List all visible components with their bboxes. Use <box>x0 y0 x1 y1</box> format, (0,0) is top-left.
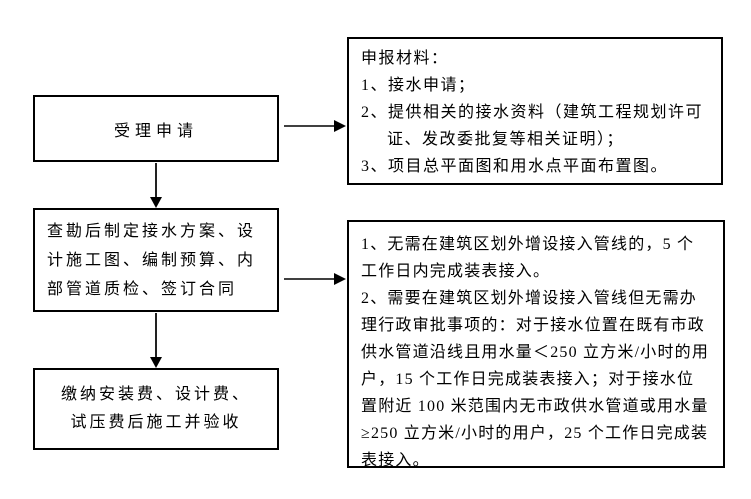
flow-step-survey-and-contract: 查勘后制定接水方案、设 计施工图、编制预算、内 部管道质检、签订合同 <box>33 208 279 312</box>
arrow-right-icon <box>334 273 346 285</box>
note-heading: 申报材料： <box>361 50 449 67</box>
note-list-item: 3、项目总平面图和用水点平面布置图。 <box>361 158 669 175</box>
connector-step1-to-materials-note <box>284 120 346 132</box>
note-box-application-materials: 申报材料： 1、接水申请； 2、提供相关的接水资料（建筑工程规划许可证、发改委批… <box>347 37 723 185</box>
connector-step2-to-timelines-note <box>284 273 346 285</box>
flow-step-pay-and-construct: 缴纳安装费、设计费、 试压费后施工并验收 <box>33 368 279 450</box>
arrow-right-icon <box>334 120 346 132</box>
note-paragraph: 1、无需在建筑区划外增设接入管线的，5 个工作日内完成装表接入。 <box>361 236 695 280</box>
flow-step-label: 查勘后制定接水方案、设 计施工图、编制预算、内 部管道质检、签订合同 <box>47 222 257 298</box>
arrow-down-icon <box>150 197 162 208</box>
connector-step1-to-step2 <box>150 163 162 208</box>
arrow-down-icon <box>150 357 162 368</box>
flow-step-label: 缴纳安装费、设计费、 试压费后施工并验收 <box>60 386 251 431</box>
arrow-shaft <box>284 125 336 127</box>
connector-step2-to-step3 <box>150 313 162 368</box>
note-paragraph: 2、需要在建筑区划外增设接入管线但无需办理行政审批事项的：对于接水位置在既有市政… <box>361 290 710 469</box>
arrow-shaft <box>155 163 157 198</box>
flow-step-label: 受理申请 <box>113 122 198 140</box>
flow-step-accept-application: 受理申请 <box>33 95 279 162</box>
note-list-item: 2、提供相关的接水资料（建筑工程规划许可证、发改委批复等相关证明）； <box>361 104 704 148</box>
note-list-item: 1、接水申请； <box>361 77 476 94</box>
arrow-shaft <box>155 313 157 358</box>
note-box-connection-timelines: 1、无需在建筑区划外增设接入管线的，5 个工作日内完成装表接入。 2、需要在建筑… <box>347 220 725 469</box>
arrow-shaft <box>284 278 336 280</box>
